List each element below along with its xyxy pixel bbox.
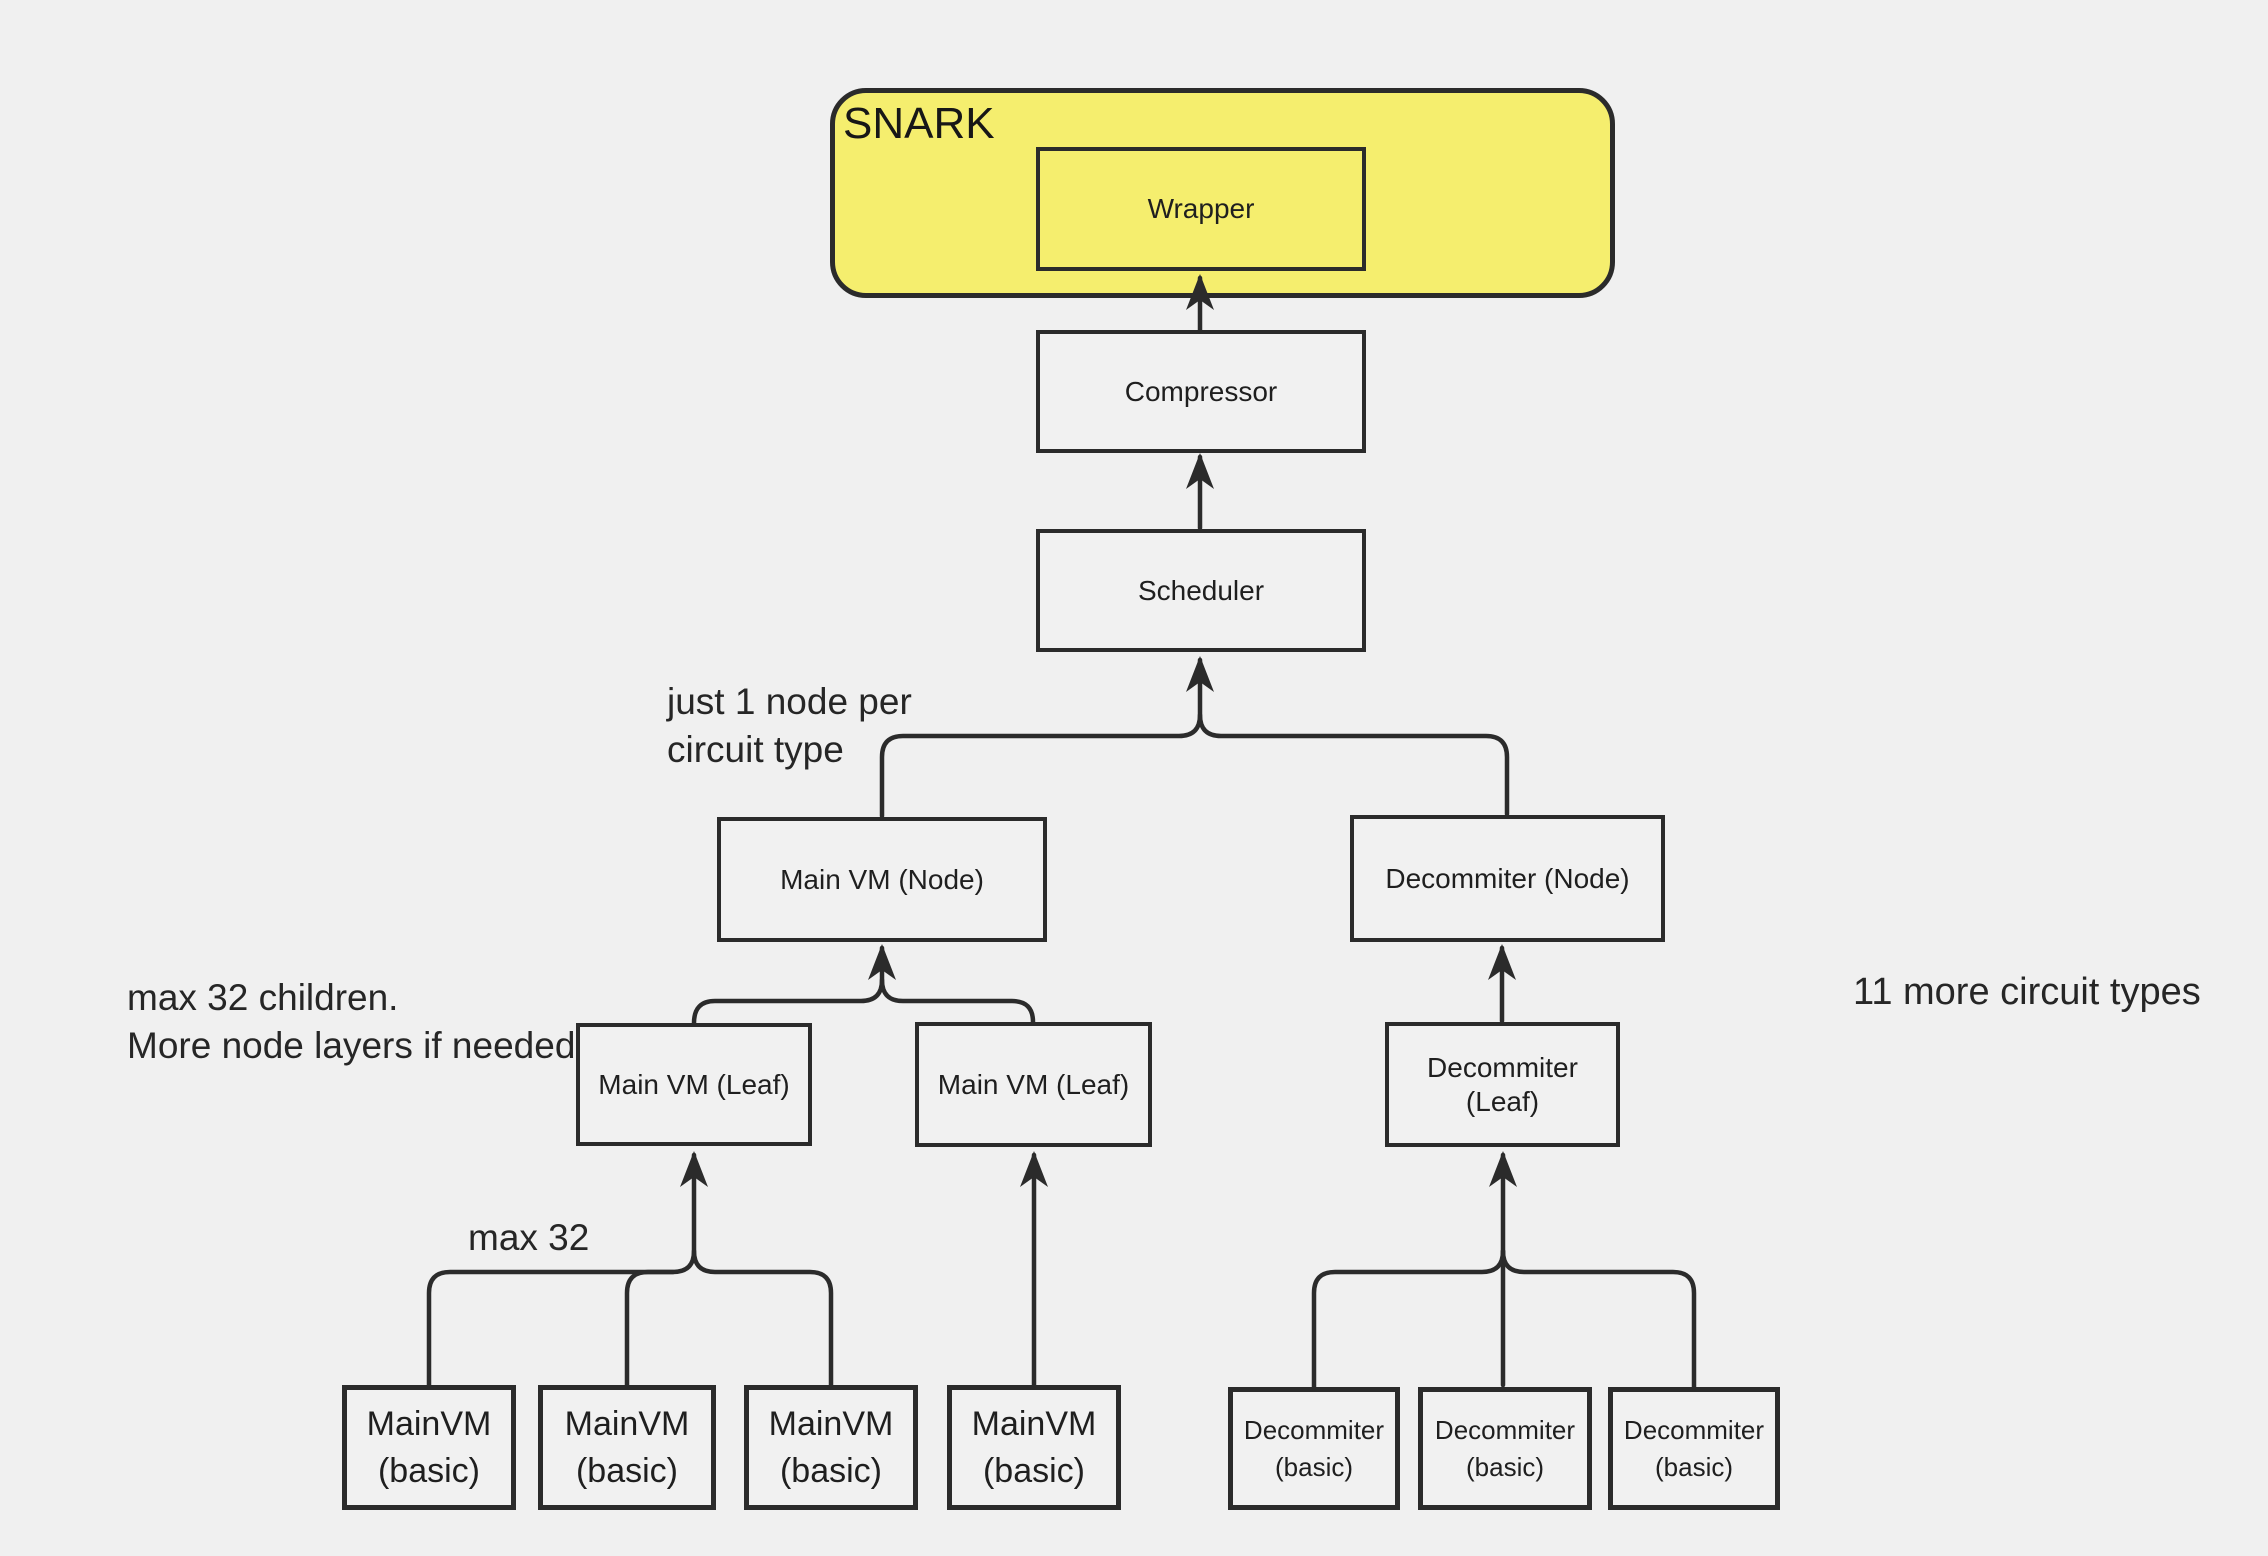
node-mainvm-leaf-2: Main VM (Leaf) — [915, 1022, 1152, 1147]
annotation-max-children: max 32 children. More node layers if nee… — [127, 974, 575, 1070]
connector-decommiter-node-to-scheduler — [1197, 712, 1510, 817]
node-mainvm-basic-4: MainVM (basic) — [947, 1385, 1121, 1510]
connector-mainvm-basic1-to-leaf1 — [426, 1151, 708, 1388]
node-mainvm-basic-1-line2: (basic) — [377, 1451, 481, 1490]
node-mainvm-basic-2: MainVM (basic) — [538, 1385, 716, 1510]
node-decommiter-basic-2-line2: (basic) — [1465, 1451, 1544, 1482]
node-mainvm-basic-3-line2: (basic) — [779, 1451, 883, 1490]
node-mainvm-basic-4-line2: (basic) — [982, 1451, 1086, 1490]
node-compressor-label: Compressor — [1124, 375, 1278, 407]
connector-mainvm-leaf1-to-mainvm-node — [691, 944, 896, 1026]
node-wrapper: Wrapper — [1036, 147, 1366, 271]
node-mainvm-leaf-1-label: Main VM (Leaf) — [598, 1068, 790, 1100]
annotation-more-circuits: 11 more circuit types — [1853, 971, 2201, 1013]
connector-mainvm-node-to-scheduler — [879, 656, 1214, 819]
connector-decommiter-basic3-to-leaf — [1500, 1248, 1697, 1390]
node-decommiter-basic-3: Decommiter (basic) — [1608, 1387, 1780, 1510]
node-mainvm-leaf-1: Main VM (Leaf) — [576, 1023, 812, 1146]
node-mainvm-basic-1-line1: MainVM — [366, 1404, 492, 1443]
snark-title: SNARK — [843, 99, 995, 148]
node-mainvm-basic-2-line1: MainVM — [564, 1404, 690, 1443]
node-mainvm-node: Main VM (Node) — [717, 817, 1047, 942]
node-mainvm-basic-4-line1: MainVM — [971, 1404, 1097, 1443]
node-wrapper-label: Wrapper — [1147, 193, 1255, 224]
node-mainvm-basic-3: MainVM (basic) — [744, 1385, 918, 1510]
annotation-just-one-node: just 1 node per circuit type — [667, 678, 912, 774]
node-decommiter-basic-1-line2: (basic) — [1274, 1451, 1353, 1482]
node-decommiter-node: Decommiter (Node) — [1350, 815, 1665, 942]
node-mainvm-basic-1: MainVM (basic) — [342, 1385, 516, 1510]
node-decommiter-basic-2-line1: Decommiter — [1434, 1414, 1576, 1445]
connector-mainvm-basic2-to-leaf1 — [624, 1269, 676, 1388]
node-decommiter-basic-1: Decommiter (basic) — [1228, 1387, 1400, 1510]
annotation-max-children-line1: max 32 children. — [127, 977, 399, 1018]
annotation-just-one-node-line2: circuit type — [667, 729, 844, 770]
node-decommiter-basic-1-line1: Decommiter — [1243, 1414, 1385, 1445]
node-mainvm-basic-2-line2: (basic) — [575, 1451, 679, 1490]
annotation-just-one-node-line1: just 1 node per — [667, 681, 912, 722]
connector-mainvm-basic3-to-leaf1 — [691, 1248, 834, 1388]
node-mainvm-basic-3-line1: MainVM — [768, 1404, 894, 1443]
annotation-max-32: max 32 — [468, 1217, 590, 1258]
node-decommiter-basic-3-line1: Decommiter — [1623, 1414, 1765, 1445]
node-mainvm-leaf-2-label: Main VM (Leaf) — [937, 1068, 1130, 1100]
node-decommiter-basic-3-line2: (basic) — [1654, 1451, 1733, 1482]
node-decommiter-node-label: Decommiter (Node) — [1385, 862, 1630, 894]
node-mainvm-node-label: Main VM (Node) — [780, 863, 984, 895]
annotation-max-children-line2: More node layers if needed — [127, 1025, 576, 1066]
node-decommiter-basic-2: Decommiter (basic) — [1418, 1387, 1592, 1510]
connector-mainvm-leaf2-to-mainvm-node — [879, 977, 1036, 1025]
node-scheduler: Scheduler — [1036, 529, 1366, 652]
connector-decommiter-basic1-to-leaf — [1311, 1248, 1506, 1390]
node-scheduler-label: Scheduler — [1137, 574, 1265, 606]
node-decommiter-leaf-label: Decommiter (Leaf) — [1427, 1051, 1578, 1117]
node-compressor: Compressor — [1036, 330, 1366, 453]
node-decommiter-leaf: Decommiter (Leaf) — [1385, 1022, 1620, 1147]
